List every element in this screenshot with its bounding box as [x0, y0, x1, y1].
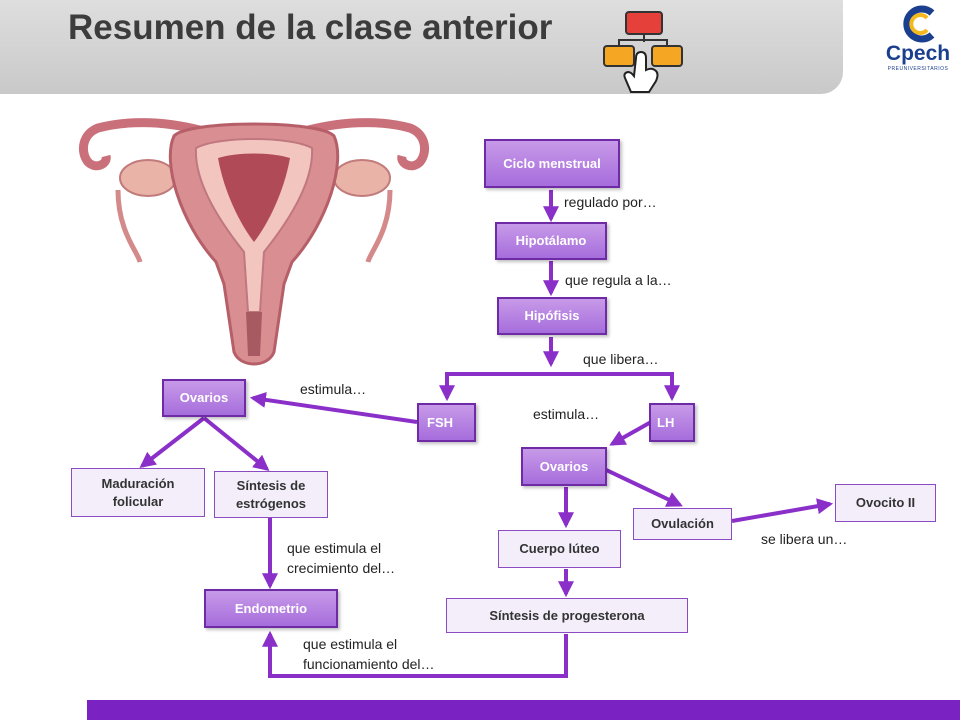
node-ovarios-left: Ovarios — [162, 379, 246, 417]
node-maduracion-folicular: Maduración folicular — [71, 468, 205, 517]
flowchart-click-icon — [603, 11, 683, 93]
label-estimula-left: estimula… — [300, 381, 367, 397]
uterus-illustration — [78, 118, 430, 366]
page-title: Resumen de la clase anterior — [68, 8, 553, 47]
node-ovocito-ii: Ovocito II — [835, 484, 936, 522]
label-se-libera: se libera un… — [761, 531, 848, 547]
node-ovarios-right: Ovarios — [521, 447, 607, 486]
node-hipofisis: Hipófisis — [497, 297, 607, 335]
node-hipotalamo: Hipotálamo — [495, 222, 607, 260]
node-cuerpo-luteo: Cuerpo lúteo — [498, 530, 621, 568]
label-estimula-right: estimula… — [533, 406, 600, 422]
logo-subtitle: PREUNIVERSITARIOS — [887, 66, 949, 72]
node-ovulacion: Ovulación — [633, 508, 732, 540]
logo-name: Cpech — [885, 42, 951, 65]
header-banner — [0, 0, 843, 94]
cpech-logo: Cpech PREUNIVERSITARIOS — [876, 4, 960, 74]
node-endometrio: Endometrio — [204, 589, 338, 628]
label-funcionamiento: que estimula el funcionamiento del… — [303, 636, 435, 672]
node-sintesis-progesterona: Síntesis de progesterona — [446, 598, 688, 633]
label-que-libera: que libera… — [583, 351, 659, 367]
label-que-regula: que regula a la… — [565, 272, 672, 288]
node-lh: LH — [649, 403, 695, 442]
label-crecimiento: que estimula el crecimiento del… — [287, 540, 396, 576]
node-sintesis-estrogenos: Síntesis de estrógenos — [214, 471, 328, 518]
node-ciclo-menstrual: Ciclo menstrual — [484, 139, 620, 188]
footer-bar — [87, 700, 960, 720]
label-regulado-por: regulado por… — [564, 194, 657, 210]
node-fsh: FSH — [417, 403, 476, 442]
